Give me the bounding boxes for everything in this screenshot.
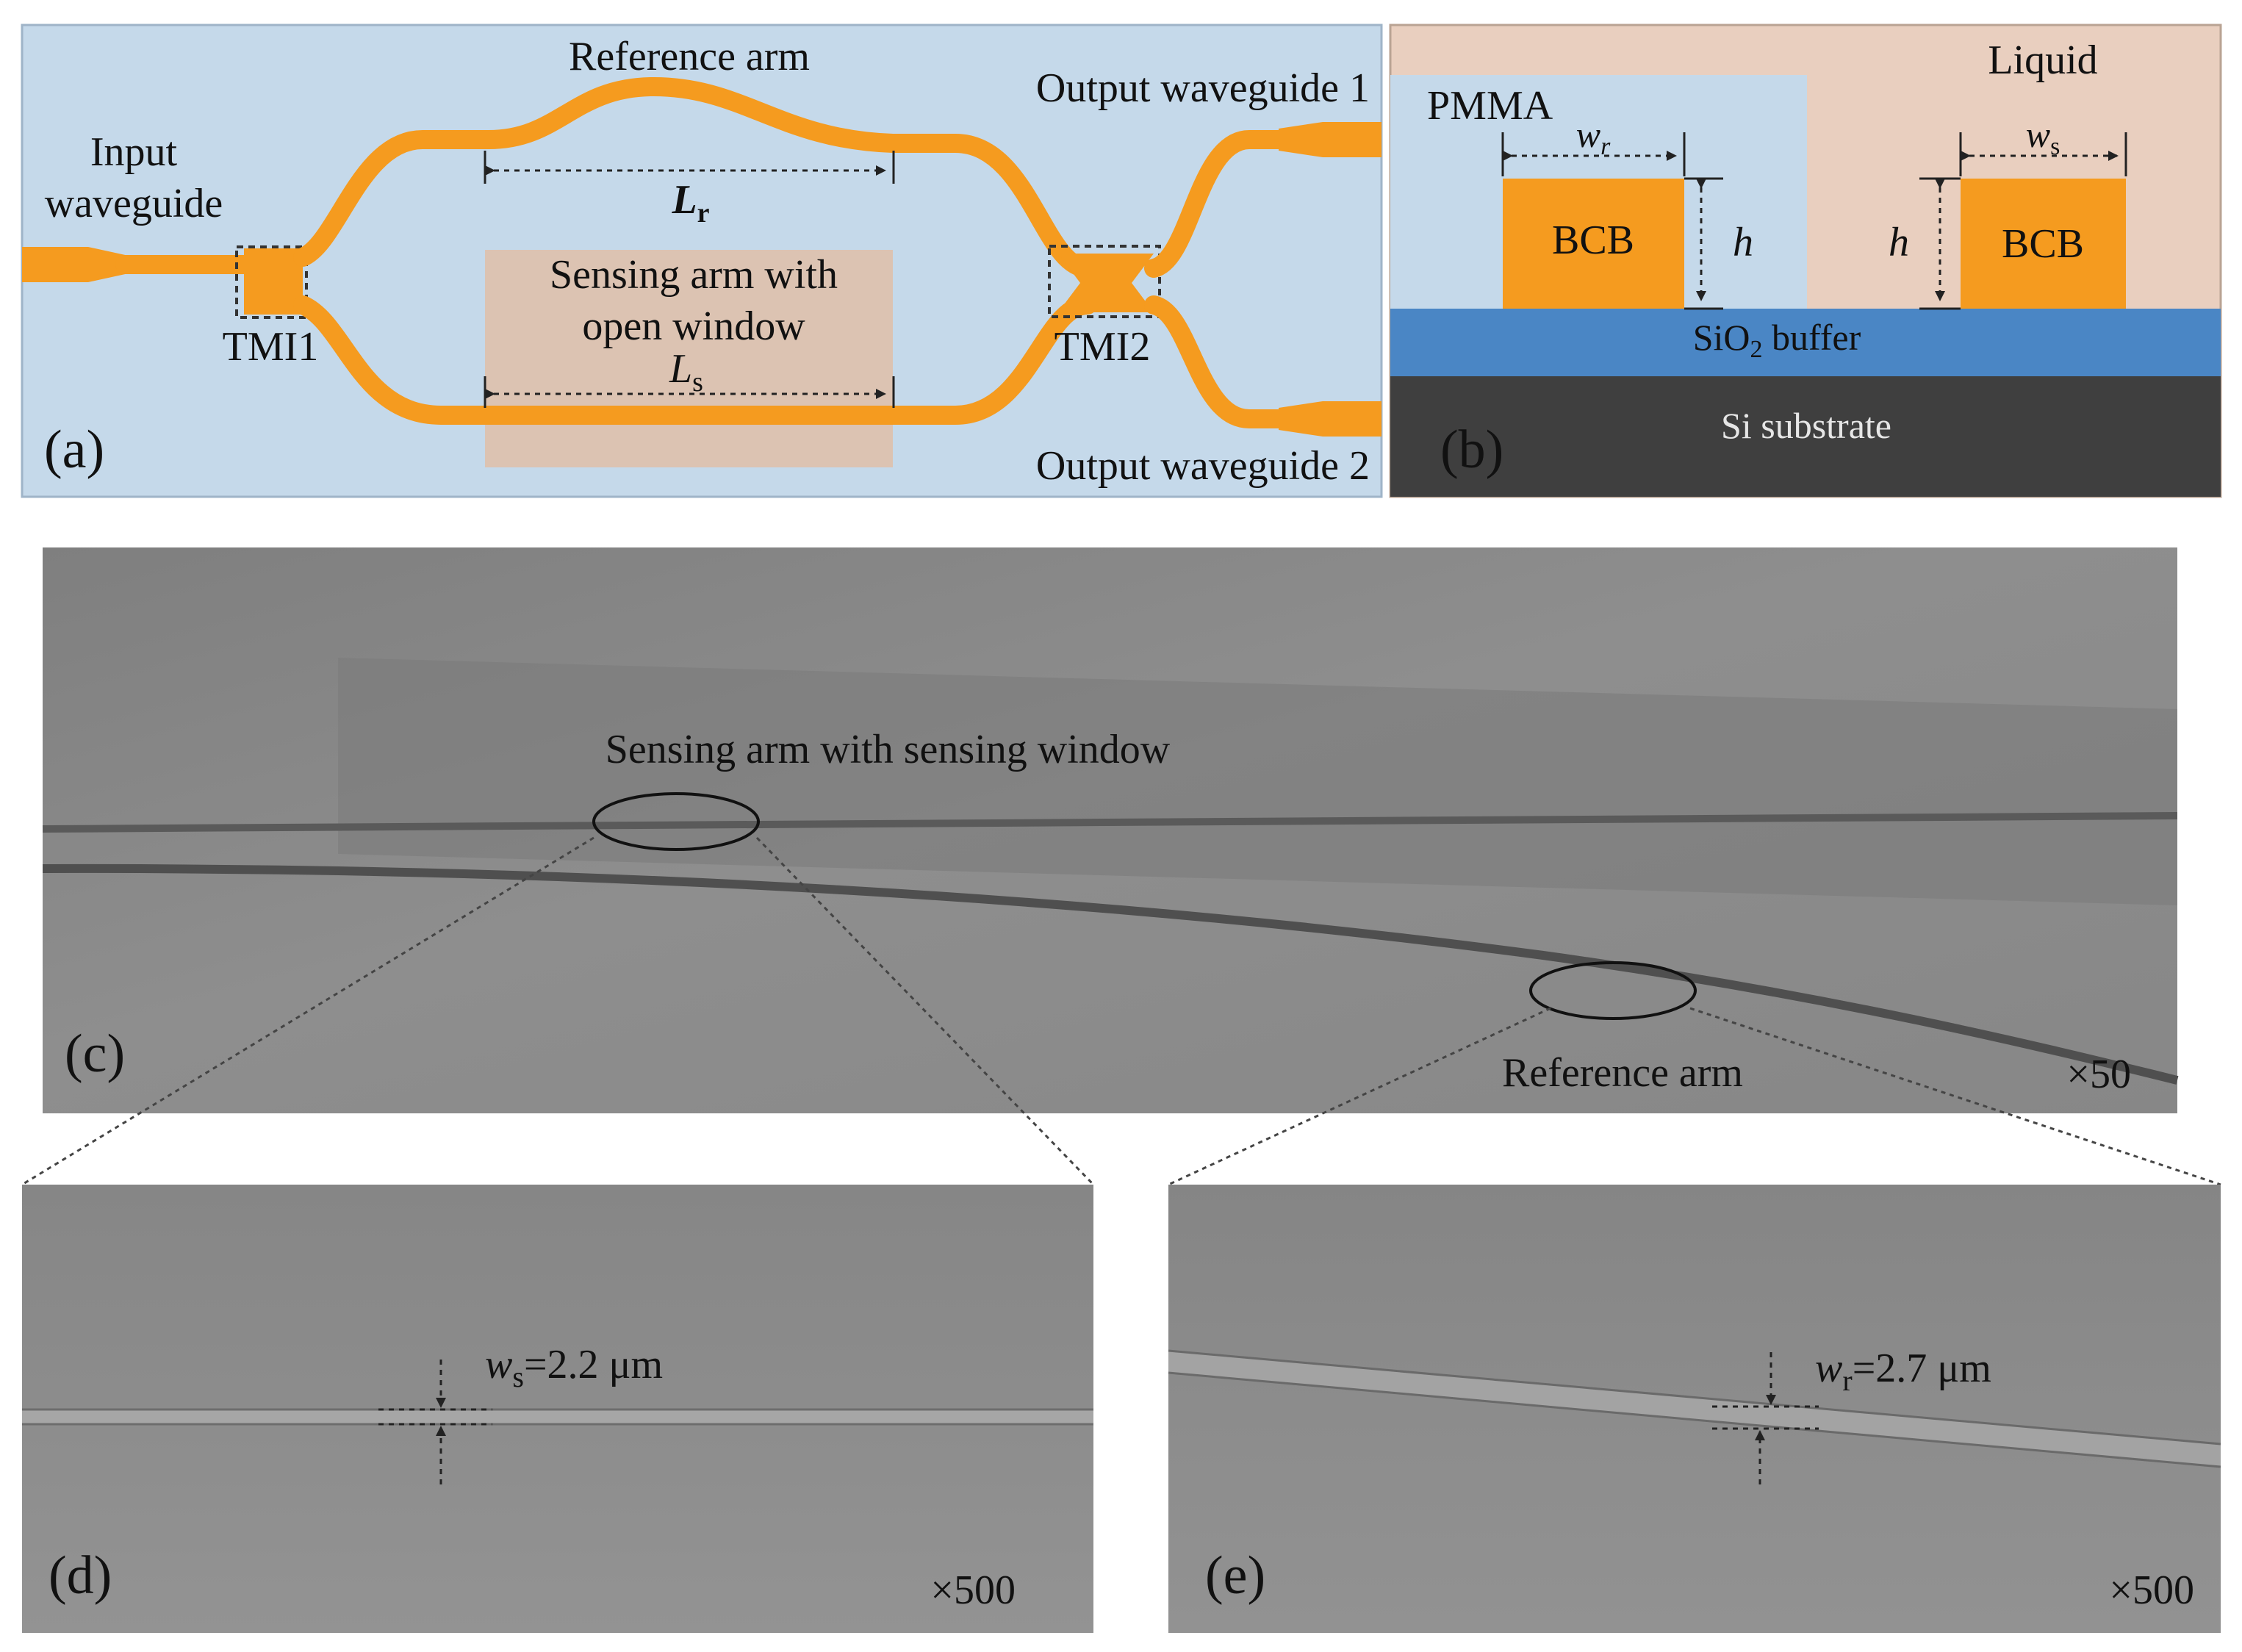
tmi2-box — [1048, 245, 1161, 318]
zoom-guide-d-left — [21, 836, 594, 1186]
tmi1-label: TMI1 — [223, 324, 319, 370]
sensing-waveguide-strip — [22, 1409, 1093, 1424]
panel-d-tag: (d) — [48, 1545, 112, 1606]
reference-arm-micro-line — [42, 863, 2179, 1085]
pmma-label: PMMA — [1427, 83, 1553, 129]
output-waveguide-1-label: Output waveguide 1 — [1036, 65, 1370, 111]
h-left-label: h — [1733, 220, 1753, 265]
output-waveguide-1-taper — [1279, 122, 1382, 157]
tmi2-label: TMI2 — [1054, 324, 1151, 370]
bcb-right-label: BCB — [2002, 221, 2084, 267]
input-waveguide-label-1: Input — [90, 129, 178, 175]
reference-arm-label: Reference arm — [569, 34, 810, 79]
wr-label: wr — [1576, 114, 1611, 160]
magnification-d: ×500 — [930, 1567, 1016, 1613]
panel-a-tag: (a) — [44, 420, 104, 480]
tmi1-section — [244, 248, 303, 315]
magnification-x50: ×50 — [2066, 1052, 2131, 1097]
input-waveguide-label-2: waveguide — [45, 181, 223, 226]
panel-b: PMMA Liquid BCB BCB wr ws h h SiO2 buffe… — [1389, 24, 2222, 498]
tmi2-section — [1058, 254, 1154, 312]
reference-arm-micro-label: Reference arm — [1502, 1050, 1743, 1096]
panel-d: ws=2.2 μm ×500 (d) — [22, 1185, 1093, 1633]
ws-label: ws — [2026, 114, 2060, 160]
zoom-guide-d-right — [755, 836, 1095, 1186]
panel-e-tag: (e) — [1205, 1545, 1265, 1606]
output-waveguide-1-path — [1144, 130, 1303, 278]
sensing-window-label: Sensing arm with sensing window — [606, 727, 1171, 772]
sensing-arm-ellipse — [592, 792, 760, 851]
panel-b-tag: (b) — [1440, 420, 1503, 480]
bcb-core-left — [1503, 179, 1684, 309]
ls-label: Ls — [669, 346, 703, 398]
sio2-buffer-layer — [1390, 309, 2221, 376]
ws-width-label: ws=2.2 μm — [485, 1342, 663, 1393]
bcb-core-right — [1961, 179, 2126, 309]
reference-arm-waveguide — [293, 76, 1097, 278]
panel-c: Sensing arm with sensing window Referenc… — [42, 547, 2179, 1113]
liquid-label: Liquid — [1988, 37, 2097, 83]
magnification-e: ×500 — [2109, 1567, 2194, 1613]
output-waveguide-2-label: Output waveguide 2 — [1036, 443, 1370, 489]
sensing-arm-label-2: open window — [582, 304, 805, 349]
lr-label: Lr — [671, 177, 709, 229]
panel-a: Input waveguide Reference arm Lr Sensing… — [21, 24, 1383, 498]
panel-c-tag: (c) — [65, 1024, 125, 1084]
h-right-label: h — [1889, 220, 1909, 265]
wr-width-label: wr=2.7 μm — [1815, 1346, 1991, 1397]
reference-waveguide-strip — [1168, 1351, 2221, 1467]
bcb-left-label: BCB — [1552, 218, 1634, 263]
panel-e: wr=2.7 μm ×500 (e) — [1168, 1185, 2221, 1633]
sensing-window-region — [485, 250, 893, 467]
sensing-window-band — [338, 658, 2177, 905]
sensing-arm-label-1: Sensing arm with — [550, 252, 838, 298]
sio2-buffer-label: SiO2 buffer — [1693, 317, 1861, 363]
si-substrate-label: Si substrate — [1721, 405, 1891, 446]
output-waveguide-2-path — [1144, 295, 1303, 428]
output-waveguide-2-taper — [1279, 401, 1382, 437]
input-waveguide — [22, 247, 129, 282]
si-substrate-layer — [1390, 376, 2221, 497]
sensing-arm-micro-line — [42, 812, 2178, 833]
sensing-arm-waveguide — [293, 295, 1097, 425]
reference-arm-ellipse — [1529, 961, 1697, 1020]
